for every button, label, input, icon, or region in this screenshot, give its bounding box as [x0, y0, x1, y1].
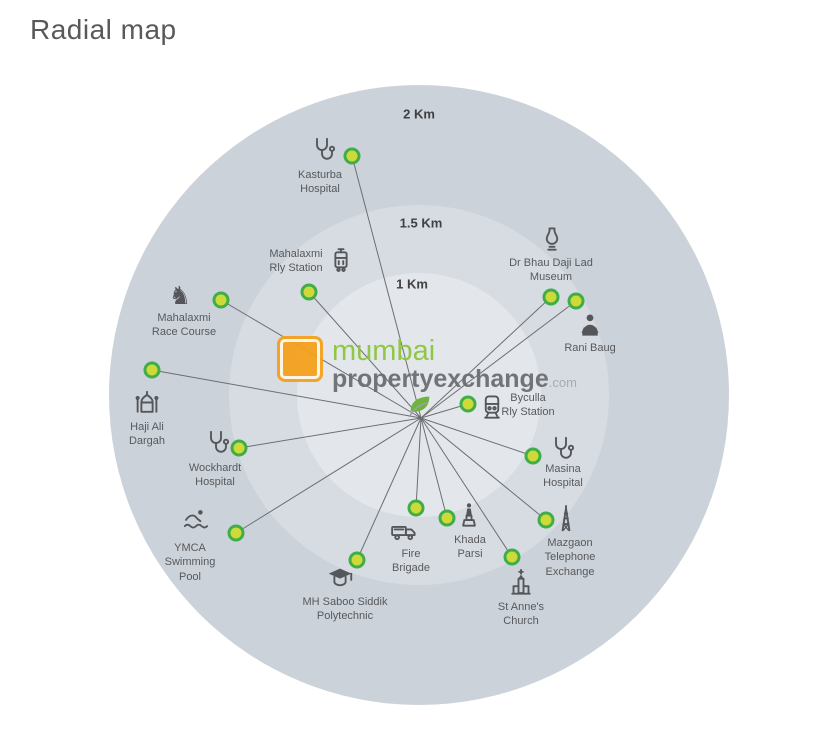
- landmark-label-ymca-swimming-pool: YMCA Swimming Pool: [164, 542, 216, 583]
- logo-square-icon: [277, 336, 323, 382]
- horse-icon: ♞: [165, 280, 195, 310]
- landmark-label-khada-parsi: Khada Parsi: [454, 534, 486, 561]
- landmark-label-wockhardt-hospital: Wockhardt Hospital: [188, 462, 242, 489]
- logo-suffix: .com: [548, 375, 577, 391]
- landmark-label-rani-baug: Rani Baug: [564, 342, 616, 354]
- landmark-label-mh-saboo-siddik-polytechnic: MH Saboo Siddik Polytechnic: [302, 596, 388, 623]
- stethoscope-icon: [201, 428, 231, 458]
- brand-logo: mumbai propertyexchange.com: [277, 336, 577, 394]
- landmark-dot-masina-hospital[interactable]: [524, 447, 542, 465]
- gorilla-icon: [575, 310, 605, 340]
- landmark-dot-rani-baug[interactable]: [567, 292, 585, 310]
- center-marker-leaf-icon: [405, 392, 435, 420]
- statue-icon: [454, 500, 484, 530]
- telephone-tower-icon: [551, 504, 581, 534]
- landmark-label-haji-ali-dargah: Haji Ali Dargah: [128, 421, 166, 448]
- landmark-dot-khada-parsi[interactable]: [438, 509, 456, 527]
- landmark-label-kasturba-hospital: Kasturba Hospital: [297, 169, 343, 196]
- logo-brand-line2: propertyexchange.com: [332, 366, 577, 394]
- landmark-label-mahalaxmi-rly-station: Mahalaxmi Rly Station: [269, 248, 323, 275]
- firetruck-icon: [389, 515, 419, 545]
- landmark-label-st-annes-church: St Anne's Church: [497, 601, 545, 628]
- landmark-label-fire-brigade: Fire Brigade: [392, 548, 430, 575]
- ring-label-2km: 2 Km: [403, 106, 435, 122]
- landmark-label-mahalaxmi-race-course: Mahalaxmi Race Course: [151, 312, 217, 339]
- landmark-dot-mahalaxmi-race-course[interactable]: [212, 291, 230, 309]
- landmark-label-dr-bhau-daji-lad-museum: Dr Bhau Daji Lad Museum: [509, 257, 593, 284]
- landmark-dot-wockhardt-hospital[interactable]: [230, 439, 248, 457]
- landmark-label-byculla-rly-station: Byculla Rly Station: [501, 392, 555, 419]
- logo-text: mumbai propertyexchange.com: [332, 336, 577, 394]
- landmark-label-mazgaon-telephone-exchange: Mazgaon Telephone Exchange: [544, 537, 596, 578]
- stethoscope-icon: [307, 135, 337, 165]
- museum-icon: [537, 224, 567, 254]
- distance-ring-1km: [297, 273, 541, 517]
- graduation-cap-icon: [325, 563, 355, 593]
- swimmer-icon: [181, 503, 211, 533]
- landmark-dot-dr-bhau-daji-lad-museum[interactable]: [542, 288, 560, 306]
- landmark-dot-mh-saboo-siddik-polytechnic[interactable]: [348, 551, 366, 569]
- landmark-dot-st-annes-church[interactable]: [503, 548, 521, 566]
- landmark-dot-mahalaxmi-rly-station[interactable]: [300, 283, 318, 301]
- church-icon: [506, 568, 536, 598]
- svg-text:♞: ♞: [169, 281, 191, 310]
- landmark-dot-mazgaon-telephone-exchange[interactable]: [537, 511, 555, 529]
- logo-brand-name: mumbai: [332, 335, 436, 367]
- ring-label-1km: 1 Km: [396, 276, 428, 292]
- tram-icon: [326, 246, 356, 276]
- page-title: Radial map: [30, 14, 177, 45]
- landmark-dot-byculla-rly-station[interactable]: [459, 395, 477, 413]
- landmark-dot-fire-brigade[interactable]: [407, 499, 425, 517]
- stethoscope-icon: [546, 434, 576, 464]
- train-icon: [477, 392, 507, 422]
- mosque-icon: [132, 388, 162, 418]
- landmark-dot-kasturba-hospital[interactable]: [343, 147, 361, 165]
- landmark-dot-ymca-swimming-pool[interactable]: [227, 524, 245, 542]
- landmark-label-masina-hospital: Masina Hospital: [543, 463, 583, 490]
- ring-label-1.5km: 1.5 Km: [399, 215, 443, 231]
- logo-brand-name2: propertyexchange: [332, 365, 549, 394]
- landmark-dot-haji-ali-dargah[interactable]: [143, 361, 161, 379]
